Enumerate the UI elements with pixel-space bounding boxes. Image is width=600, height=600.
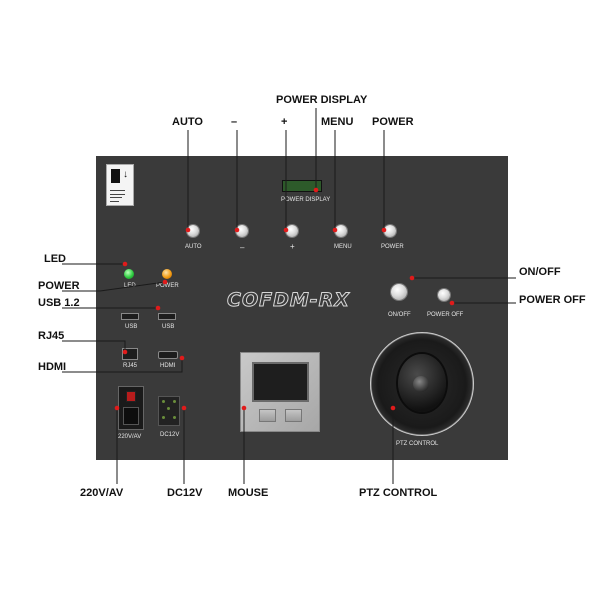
callout-rj45: RJ45 bbox=[38, 330, 65, 342]
plus-button[interactable] bbox=[286, 225, 298, 237]
power-rocker-switch[interactable] bbox=[126, 391, 136, 402]
callout-hdmi: HDMI bbox=[38, 361, 67, 373]
power-off-label: POWER OFF bbox=[427, 312, 464, 318]
callout-ptz-control: PTZ CONTROL bbox=[359, 487, 438, 499]
connector-pin-icon bbox=[162, 400, 165, 403]
warning-sticker: ↓ ▬▬▬▬▬▬▬▬▬▬▬▬▬▬▬▬▬ bbox=[106, 164, 134, 206]
hdmi-label: HDMI bbox=[160, 363, 176, 369]
mouse-right-button[interactable] bbox=[285, 409, 302, 422]
dc12v-label: DC12V bbox=[160, 432, 180, 438]
callout-auto: AUTO bbox=[172, 116, 203, 128]
minus-button[interactable] bbox=[236, 225, 248, 237]
onoff-label: ON/OFF bbox=[388, 312, 411, 318]
sticker-switch-icon bbox=[111, 169, 120, 183]
callout-menu: MENU bbox=[321, 116, 354, 128]
connector-pin-icon bbox=[167, 407, 170, 410]
rj45-port[interactable] bbox=[122, 348, 138, 360]
device-panel: ↓ ▬▬▬▬▬▬▬▬▬▬▬▬▬▬▬▬▬ POWER DISPLAY AUTO –… bbox=[96, 156, 508, 460]
brand-logo: COFDM-RX bbox=[227, 289, 350, 312]
plus-label: + bbox=[290, 242, 295, 251]
usb-port-1-label: USB bbox=[125, 324, 138, 330]
callout-power-display: POWER DISPLAY bbox=[276, 94, 368, 106]
usb-port-1[interactable] bbox=[121, 313, 139, 320]
usb-port-2-label: USB bbox=[162, 324, 175, 330]
down-arrow-icon: ↓ bbox=[123, 169, 128, 180]
onoff-button[interactable] bbox=[391, 284, 407, 300]
mouse-left-button[interactable] bbox=[259, 409, 276, 422]
callout-plus: + bbox=[281, 116, 288, 128]
callout-led: LED bbox=[44, 253, 66, 265]
minus-label: – bbox=[240, 243, 245, 252]
ac-power-label: 220V/AV bbox=[118, 434, 142, 440]
callout-power-off: POWER OFF bbox=[519, 294, 586, 306]
connector-pin-icon bbox=[162, 416, 165, 419]
callout-power: POWER bbox=[372, 116, 414, 128]
led-indicator bbox=[124, 269, 134, 279]
connector-pin-icon bbox=[173, 400, 176, 403]
power-led-label: POWER bbox=[156, 283, 179, 289]
callout-dc-power: DC12V bbox=[167, 487, 203, 499]
sticker-fine-print-icon: ▬▬▬▬▬▬▬▬▬▬▬▬▬▬▬▬▬ bbox=[110, 188, 125, 203]
ac-power-inlet[interactable] bbox=[118, 386, 144, 430]
rj45-label: RJ45 bbox=[123, 363, 138, 369]
callout-usb: USB 1.2 bbox=[38, 297, 80, 309]
power-off-button[interactable] bbox=[438, 289, 450, 301]
auto-button[interactable] bbox=[187, 225, 199, 237]
callout-mouse: MOUSE bbox=[228, 487, 269, 499]
hdmi-port[interactable] bbox=[158, 351, 178, 359]
callout-ac-power: 220V/AV bbox=[80, 487, 124, 499]
iec-socket-icon bbox=[123, 407, 139, 425]
ptz-joystick-knob[interactable] bbox=[413, 376, 429, 392]
power-label: POWER bbox=[381, 244, 404, 250]
power-display-screen bbox=[282, 180, 322, 192]
power-button[interactable] bbox=[384, 225, 396, 237]
callout-onoff: ON/OFF bbox=[519, 266, 561, 278]
usb-port-2[interactable] bbox=[158, 313, 176, 320]
mouse-module bbox=[240, 352, 320, 432]
led-label: LED bbox=[124, 283, 136, 289]
menu-button[interactable] bbox=[335, 225, 347, 237]
connector-pin-icon bbox=[173, 416, 176, 419]
callout-minus: – bbox=[231, 116, 238, 128]
dc12v-connector[interactable] bbox=[158, 396, 180, 426]
callout-power-led: POWER bbox=[38, 280, 80, 292]
auto-label: AUTO bbox=[185, 244, 202, 250]
menu-label: MENU bbox=[334, 244, 352, 250]
touchpad[interactable] bbox=[252, 362, 309, 402]
ptz-control-label: PTZ CONTROL bbox=[396, 441, 439, 447]
power-display-label: POWER DISPLAY bbox=[281, 197, 331, 203]
power-led-indicator bbox=[162, 269, 172, 279]
